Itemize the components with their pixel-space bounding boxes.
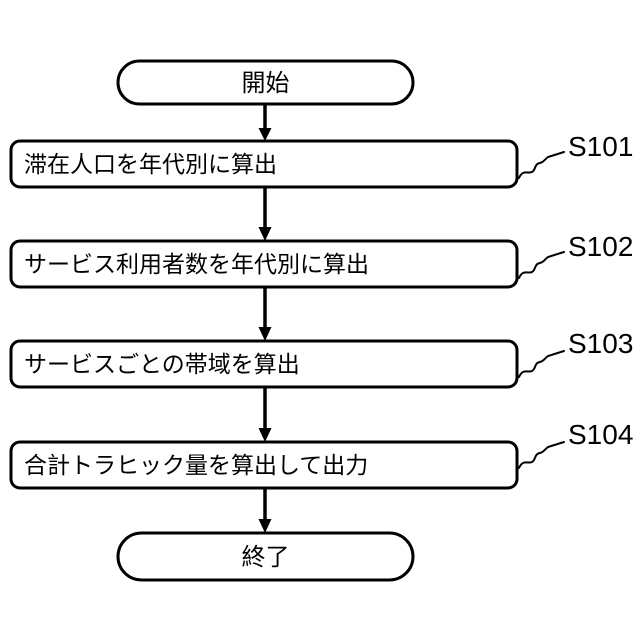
- end-node-label: 終了: [242, 544, 290, 571]
- arrow-head-icon: [258, 519, 272, 533]
- process-node-s103: サービスごとの帯域を算出 S103: [9, 328, 633, 389]
- arrow-head-icon: [258, 428, 272, 442]
- arrow-start-to-s101: [258, 104, 272, 141]
- end-node: 終了: [116, 531, 415, 582]
- leader-squiggle: [518, 441, 565, 469]
- leader-squiggle: [518, 251, 565, 279]
- start-node: 開始: [116, 59, 415, 106]
- step-ref-s102: S102: [568, 231, 633, 262]
- process-label: サービスごとの帯域を算出: [24, 351, 300, 377]
- arrow-s101-to-s102: [258, 187, 272, 241]
- leader-squiggle: [518, 151, 565, 179]
- end-node-shape: [116, 531, 415, 582]
- arrow-s103-to-s104: [258, 387, 272, 442]
- arrow-s102-to-s103: [258, 287, 272, 341]
- step-ref-s103: S103: [568, 328, 633, 359]
- process-label: 合計トラヒック量を算出して出力: [24, 452, 368, 478]
- start-node-label: 開始: [242, 70, 290, 97]
- process-node-s102: サービス利用者数を年代別に算出 S102: [9, 231, 633, 289]
- process-node-s104: 合計トラヒック量を算出して出力 S104: [9, 419, 633, 490]
- arrow-s104-to-end: [258, 488, 272, 533]
- arrow-head-icon: [258, 327, 272, 341]
- process-label: 滞在人口を年代別に算出: [24, 151, 277, 177]
- step-ref-s101: S101: [568, 131, 633, 162]
- arrow-head-icon: [258, 227, 272, 241]
- process-label: サービス利用者数を年代別に算出: [24, 251, 369, 277]
- leader-squiggle: [518, 350, 565, 378]
- arrow-head-icon: [258, 128, 272, 141]
- process-node-s101: 滞在人口を年代別に算出 S101: [9, 131, 633, 189]
- step-ref-s104: S104: [568, 419, 633, 450]
